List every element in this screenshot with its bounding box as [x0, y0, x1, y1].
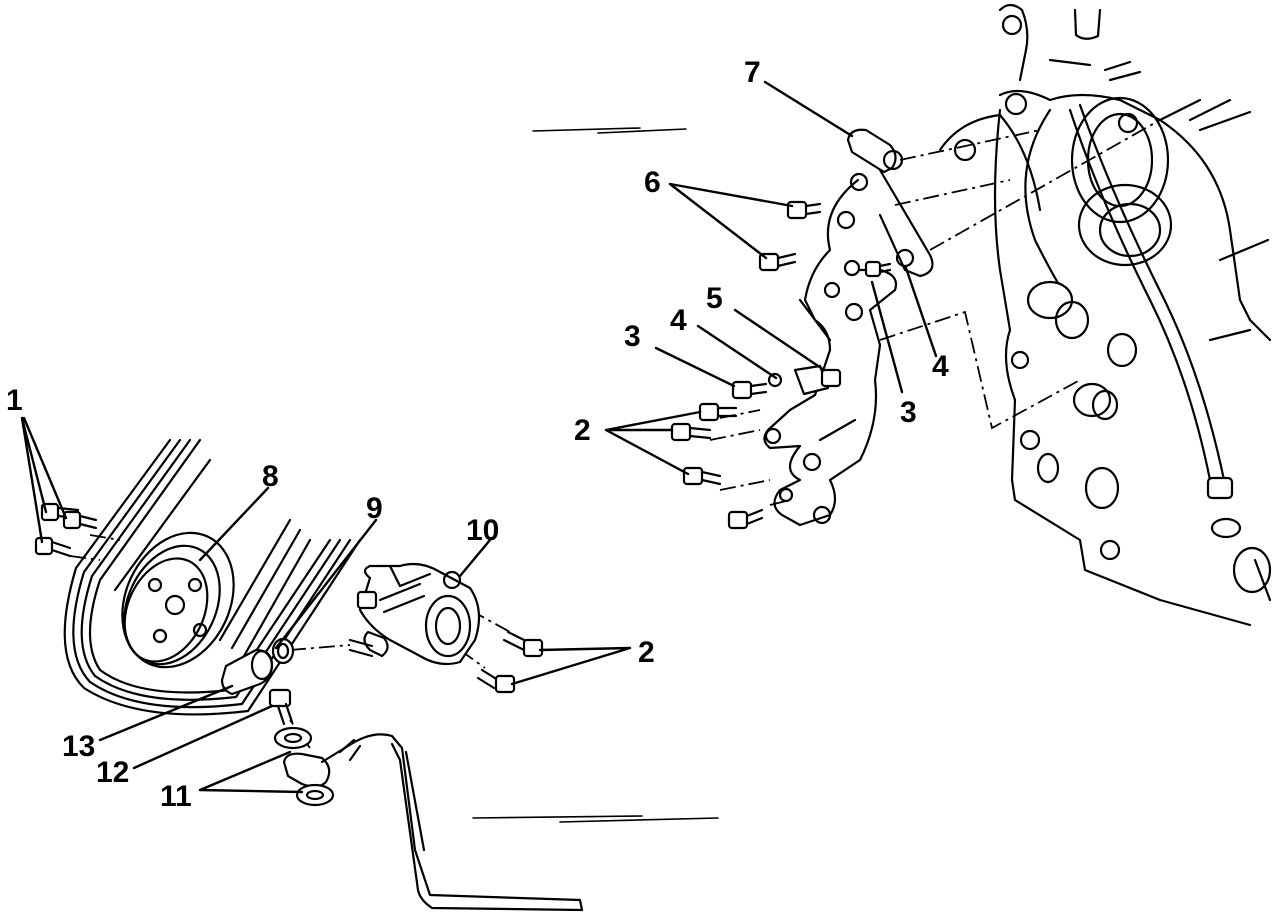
callout-3-left: 3	[624, 320, 641, 353]
callout-10: 10	[466, 514, 499, 547]
callout-3-right: 3	[900, 396, 917, 429]
callout-12: 12	[96, 756, 129, 789]
callout-2-bracket: 2	[574, 414, 591, 447]
callout-2-pump: 2	[638, 636, 655, 669]
pump-bolts	[476, 630, 544, 694]
alignment-lines	[69, 119, 1161, 749]
pulley-bolts	[34, 502, 98, 558]
drive-belt	[63, 438, 362, 716]
callout-7: 7	[744, 56, 761, 89]
decorative-strokes	[472, 127, 719, 823]
callout-11: 11	[160, 780, 192, 813]
pressure-hose	[268, 688, 584, 912]
leader-lines	[20, 80, 938, 794]
pulley	[121, 531, 235, 669]
callout-6: 6	[644, 166, 661, 199]
callout-labels: 1 2 2 3 3 4 4 5 6 7 8 9 10 11 12 13	[6, 56, 949, 813]
callout-1: 1	[6, 384, 23, 417]
bracket-bolts	[670, 200, 892, 530]
callout-5: 5	[706, 282, 723, 315]
callout-4-right: 4	[932, 350, 949, 383]
callout-9: 9	[366, 492, 383, 525]
callout-13: 13	[62, 730, 95, 763]
mounting-bracket	[763, 128, 934, 527]
power-steering-pump	[348, 562, 481, 666]
engine-block	[938, 3, 1272, 627]
callout-4-left: 4	[670, 304, 687, 337]
callout-8: 8	[262, 460, 279, 493]
